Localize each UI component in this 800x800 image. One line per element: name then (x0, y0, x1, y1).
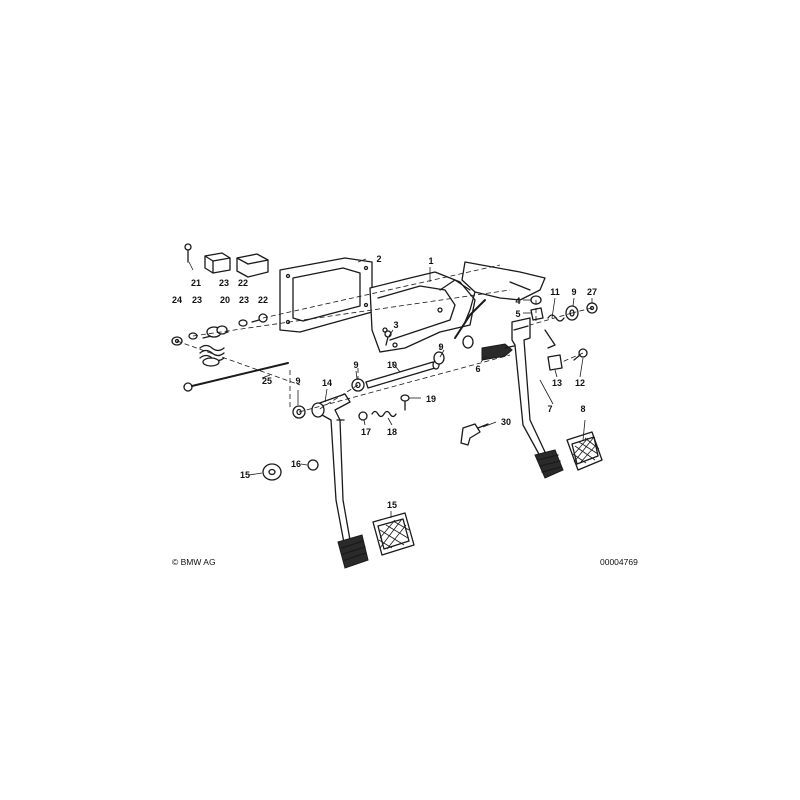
label-8: 8 (580, 404, 585, 414)
label-26: 22 (238, 278, 248, 288)
label-25: 25 (262, 376, 272, 386)
spring-part-19 (371, 410, 397, 418)
pin-part-20 (400, 394, 410, 411)
label-11: 11 (550, 287, 560, 297)
bushing-part-5 (530, 307, 544, 321)
label-21: 20 (220, 295, 230, 305)
gasket-part-2 (279, 257, 373, 333)
label-7: 7 (547, 404, 552, 414)
label-3: 3 (393, 320, 398, 330)
washer-part-16 (262, 463, 282, 481)
label-23-left: 23 (192, 295, 202, 305)
washer-part-23-right (238, 319, 248, 327)
brake-pedal-part-7 (511, 317, 564, 479)
bolt-part-28 (184, 243, 192, 263)
label-22: 22 (258, 295, 268, 305)
clutch-pad-part-15 (372, 512, 415, 556)
label-15: 15 (387, 500, 397, 510)
sensor-part-30 (460, 423, 489, 446)
label-6: 6 (475, 364, 480, 374)
clutch-pedal-part-14 (311, 393, 369, 569)
label-2: 2 (376, 254, 381, 264)
label-27: 23 (219, 278, 229, 288)
label-9-mid: 9 (353, 360, 358, 370)
label-17: 16 (291, 459, 301, 469)
label-20: 19 (426, 394, 436, 404)
label-9-left: 9 (295, 376, 300, 386)
label-18: 17 (361, 427, 371, 437)
bolt-part-3 (384, 330, 392, 346)
shaft-part-10 (365, 360, 440, 389)
label-28: 21 (191, 278, 201, 288)
bushing-part-9-right (565, 305, 579, 321)
label-13: 13 (552, 378, 562, 388)
bushing-part-9-upper (433, 351, 445, 365)
block-part-27 (204, 252, 231, 274)
label-9-right: 9 (571, 287, 576, 297)
block-part-26 (236, 253, 269, 278)
nut-part-18 (358, 411, 368, 421)
label-19: 18 (387, 427, 397, 437)
switch-part-6 (462, 335, 515, 361)
label-29: 27 (587, 287, 597, 297)
return-spring-part-11 (544, 314, 565, 349)
clip-part-13 (547, 354, 563, 371)
label-30: 30 (501, 417, 511, 427)
label-leaders (188, 258, 593, 518)
label-9-upper: 9 (438, 342, 443, 352)
label-23-right: 23 (239, 295, 249, 305)
label-12: 12 (575, 378, 585, 388)
label-14: 14 (322, 378, 332, 388)
label-5: 5 (515, 309, 520, 319)
spring-strut-part-21 (199, 325, 229, 367)
assembly-lines (176, 264, 593, 413)
label-10: 10 (387, 360, 397, 370)
brake-pad-part-8 (566, 431, 603, 471)
cap-part-17 (307, 459, 319, 471)
rod-part-25 (183, 362, 289, 392)
pedal-bracket-part-1 (369, 271, 476, 353)
label-16: 15 (240, 470, 250, 480)
upper-bracket (454, 261, 546, 339)
label-24: 24 (172, 295, 182, 305)
label-4: 4 (515, 296, 520, 306)
part-labels: 21 23 22 2 1 24 23 20 23 22 3 4 5 11 9 2… (172, 254, 597, 510)
image-number: 00004769 (600, 557, 638, 567)
copyright-text: © BMW AG (172, 557, 216, 567)
label-1: 1 (428, 256, 433, 266)
